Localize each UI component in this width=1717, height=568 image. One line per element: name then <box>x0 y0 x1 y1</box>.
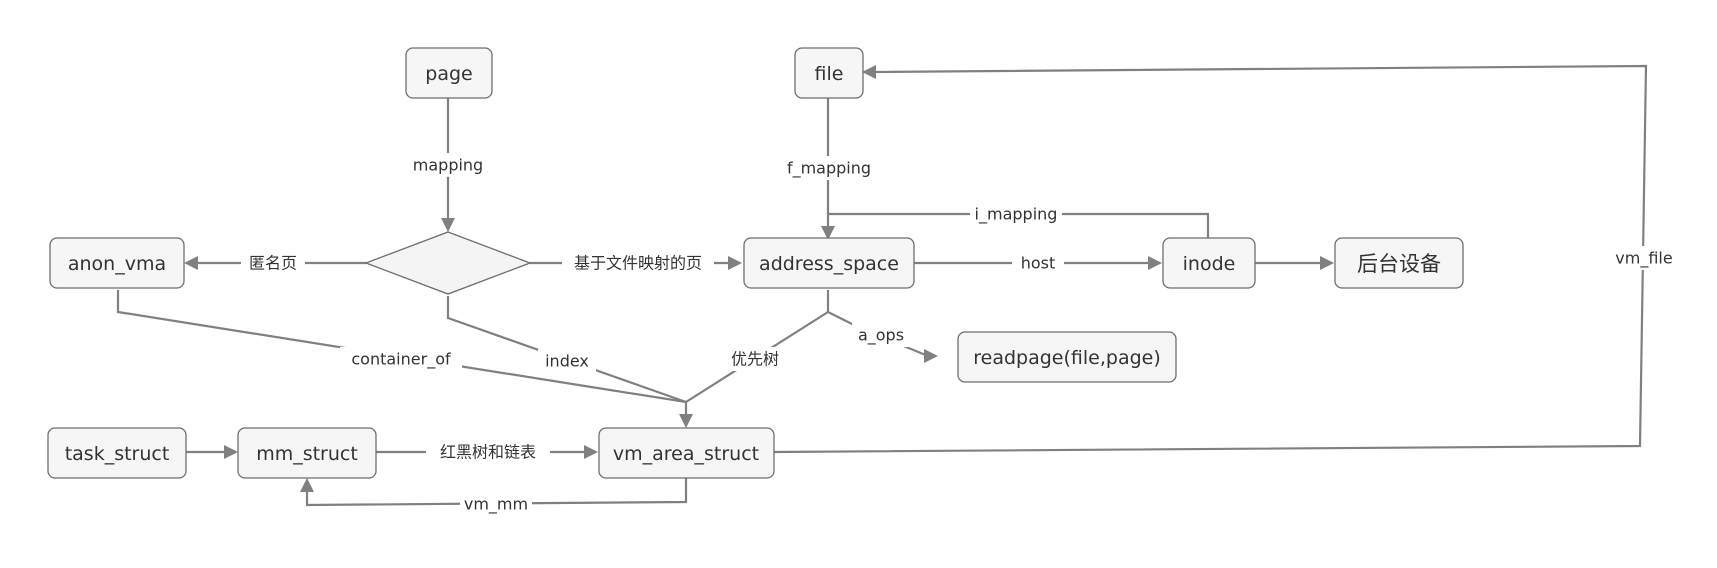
node-address-space-label: address_space <box>759 253 899 275</box>
label-rbtree-list: 红黑树和链表 <box>426 440 550 464</box>
label-f-mapping-text: f_mapping <box>787 159 871 179</box>
label-index: index <box>538 349 596 373</box>
label-i-mapping-text: i_mapping <box>975 205 1058 225</box>
arrow-head <box>300 478 314 492</box>
label-priority-tree: 优先树 <box>722 347 788 371</box>
label-host: host <box>1012 251 1064 275</box>
label-mapping-text: mapping <box>413 156 483 175</box>
edge-inode-to-backend-device <box>1254 256 1334 270</box>
node-readpage: readpage(file,page) <box>957 331 1177 383</box>
node-mm-struct: mm_struct <box>237 427 377 479</box>
label-file-mapped-page: 基于文件映射的页 <box>562 251 714 275</box>
arrow-head <box>862 65 876 79</box>
arrow-head <box>224 445 238 459</box>
edge-merge-to-vm-area-struct <box>679 402 693 428</box>
label-container-of-text: container_of <box>351 350 451 370</box>
node-page: page <box>405 47 493 99</box>
label-host-text: host <box>1021 254 1056 273</box>
label-vm-mm: vm_mm <box>460 492 532 516</box>
arrow-head <box>1148 256 1162 270</box>
arrow-head <box>821 226 835 240</box>
label-f-mapping: f_mapping <box>784 156 874 180</box>
node-task-struct-label: task_struct <box>65 443 170 465</box>
label-rbtree-list-text: 红黑树和链表 <box>440 443 536 462</box>
label-mapping: mapping <box>408 153 488 177</box>
label-vm-file-text: vm_file <box>1615 249 1672 269</box>
arrow-head <box>584 445 598 459</box>
node-backend-device-label: 后台设备 <box>1357 252 1441 276</box>
label-file-mapped-page-text: 基于文件映射的页 <box>574 254 702 273</box>
label-i-mapping: i_mapping <box>970 202 1062 226</box>
node-page-label: page <box>425 63 472 85</box>
node-anon-vma: anon_vma <box>49 237 185 289</box>
node-mm-struct-label: mm_struct <box>256 443 358 465</box>
label-priority-tree-text: 优先树 <box>731 350 779 369</box>
node-backend-device: 后台设备 <box>1334 237 1464 289</box>
node-vm-area-struct-label: vm_area_struct <box>613 443 759 465</box>
node-vm-area-struct: vm_area_struct <box>598 427 775 479</box>
label-a-ops: a_ops <box>852 323 914 347</box>
edge-anon-vma-container-of <box>116 290 687 404</box>
arrow-head <box>441 218 455 232</box>
node-readpage-label: readpage(file,page) <box>973 347 1161 369</box>
node-inode: inode <box>1162 237 1256 289</box>
node-anon-vma-label: anon_vma <box>68 253 166 275</box>
arrow-head <box>1320 256 1334 270</box>
node-address-space: address_space <box>743 237 915 289</box>
node-file: file <box>794 47 864 99</box>
arrow-head <box>924 349 938 363</box>
edge-task-to-mm-struct <box>186 445 238 459</box>
edge-decision-index <box>446 296 687 404</box>
page-type-decision <box>364 231 532 295</box>
label-a-ops-text: a_ops <box>858 326 904 346</box>
label-vm-mm-text: vm_mm <box>464 495 528 515</box>
label-container-of: container_of <box>340 347 462 371</box>
label-vm-file: vm_file <box>1604 246 1684 270</box>
label-anon-page: 匿名页 <box>241 251 305 275</box>
node-file-label: file <box>815 63 844 85</box>
node-task-struct: task_struct <box>47 427 187 479</box>
arrow-head <box>184 256 198 270</box>
arrow-head <box>728 256 742 270</box>
edge-inode-i-mapping <box>828 212 1210 238</box>
node-inode-label: inode <box>1183 253 1236 275</box>
label-index-text: index <box>545 352 589 371</box>
arrow-head <box>679 414 693 428</box>
label-anon-page-text: 匿名页 <box>249 254 297 273</box>
